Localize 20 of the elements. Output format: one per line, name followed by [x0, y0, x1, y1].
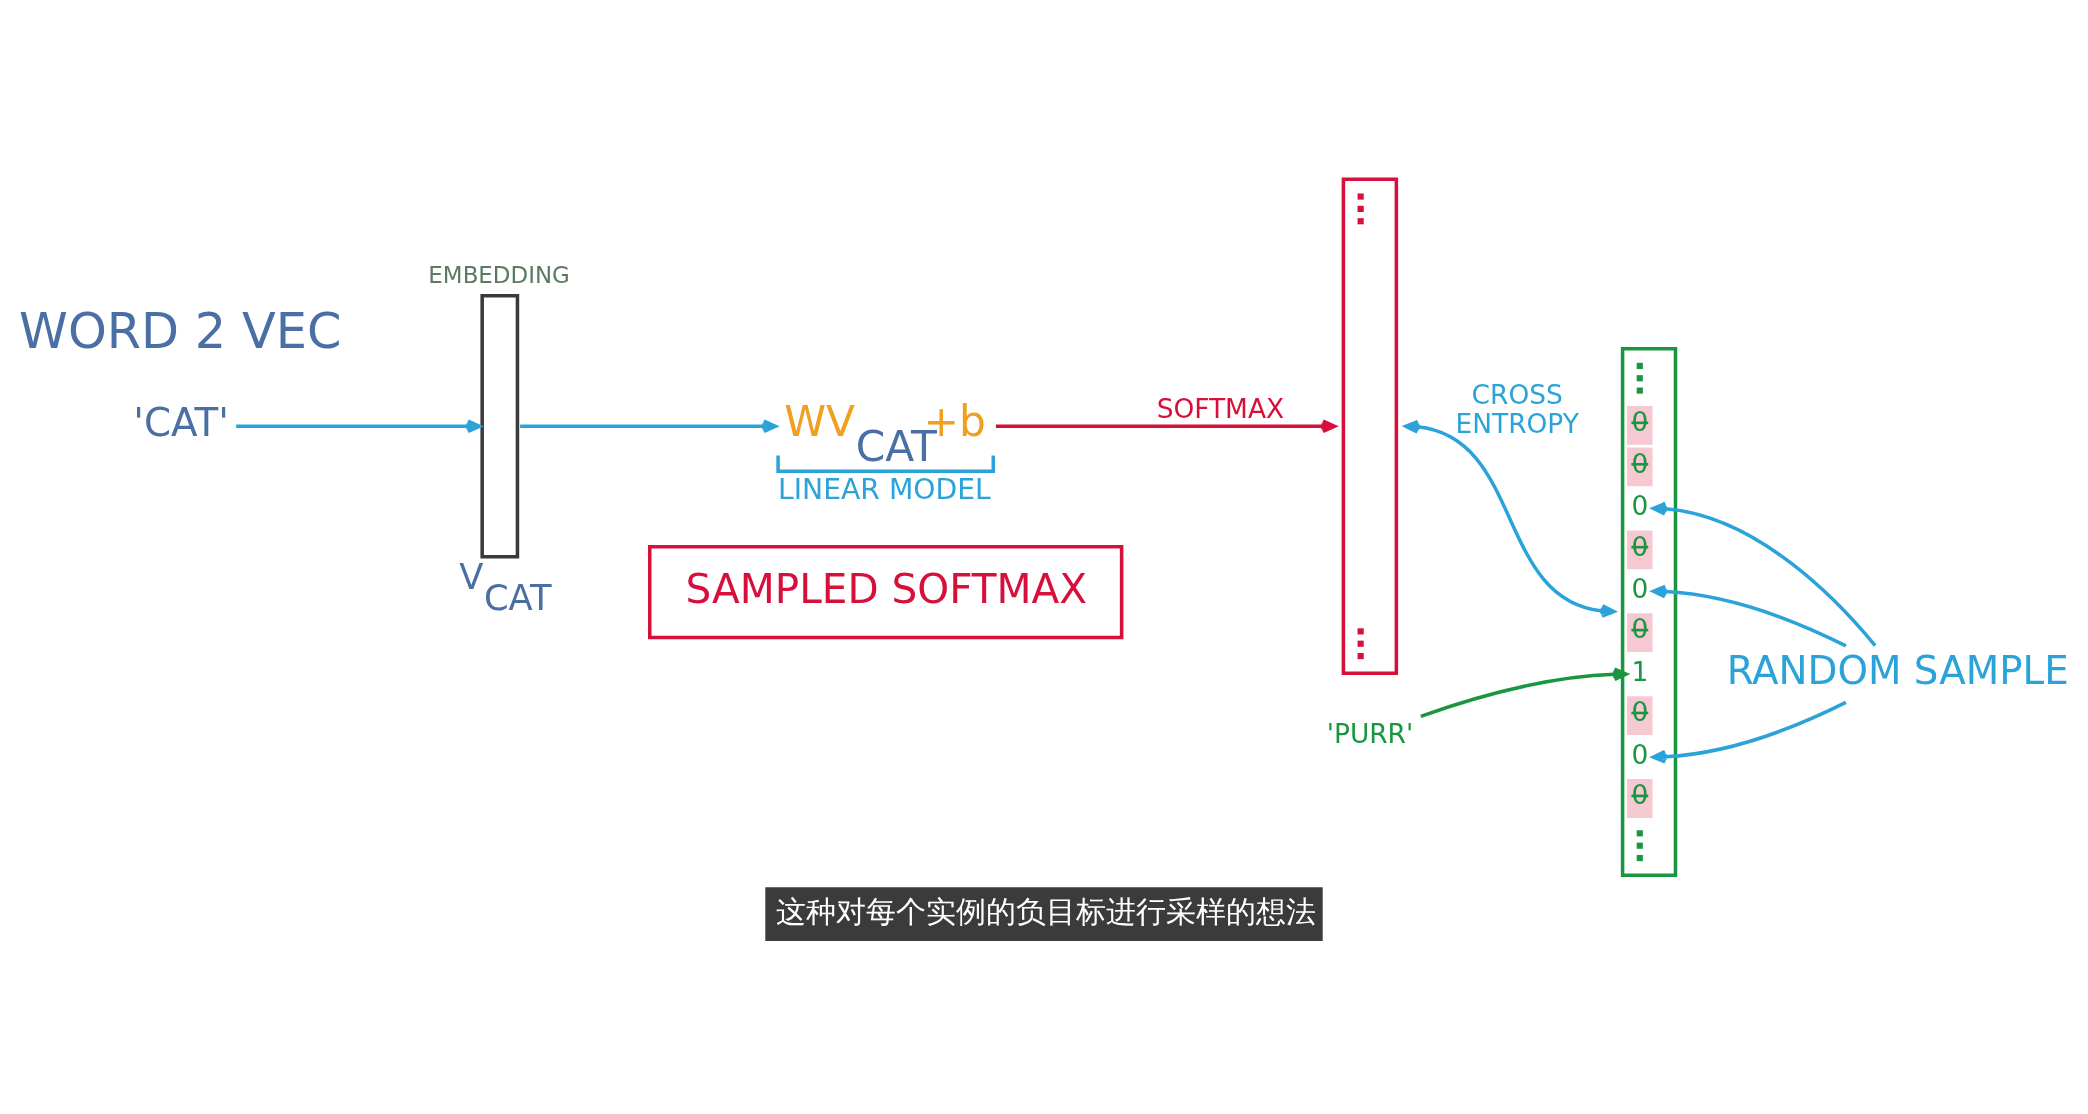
- arrow: [520, 418, 778, 433]
- arrow: [1420, 666, 1628, 718]
- node-box: [480, 293, 520, 559]
- edge-label: CROSS ENTROPY: [1455, 378, 1579, 439]
- caption: 这种对每个实例的负目标进行采样的想法: [775, 893, 1316, 929]
- diagram-title: WORD 2 VEC: [19, 301, 342, 360]
- node-text: RANDOM SAMPLE: [1726, 647, 2069, 693]
- node-bar: [1341, 177, 1399, 675]
- arrow: [236, 418, 482, 433]
- arrow: [1404, 419, 1616, 618]
- edge-label: SOFTMAX: [1156, 392, 1285, 424]
- arrow: [1651, 501, 1877, 647]
- arrow: [1651, 584, 1847, 647]
- node-box: SAMPLED SOFTMAX: [648, 544, 1124, 639]
- arrow: [995, 418, 1337, 433]
- node-label: EMBEDDING: [428, 261, 570, 288]
- node-text: 'CAT': [133, 399, 229, 445]
- node-box: 0 0 0 0 0 0 1 0 0 0: [1620, 346, 1678, 877]
- arrow: [1651, 700, 1847, 764]
- node-text: 'PURR': [1326, 717, 1414, 749]
